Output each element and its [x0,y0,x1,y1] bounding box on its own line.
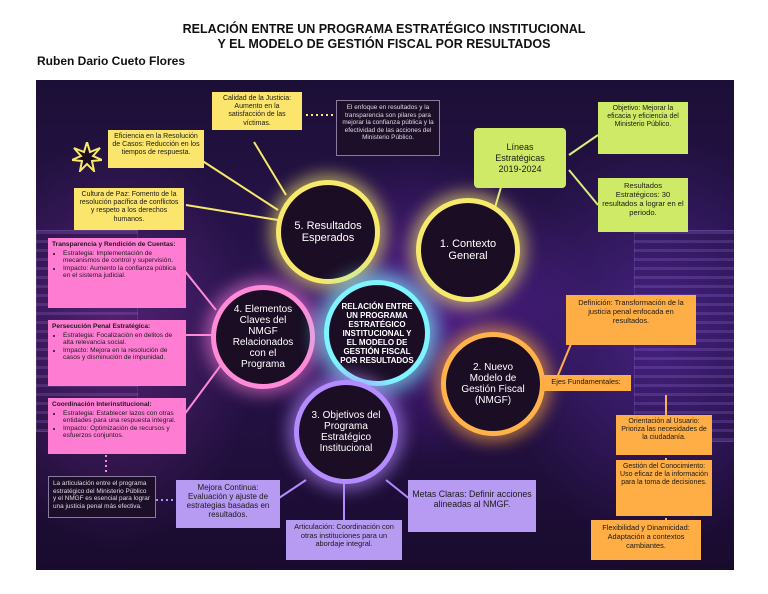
connector-lines [105,114,667,520]
document-title: RELACIÓN ENTRE UN PROGRAMA ESTRATÉGICO I… [0,22,768,52]
node-label: 4. Elementos Claves del NMGF Relacionado… [232,304,294,370]
node-central-relacion: RELACIÓN ENTRE UN PROGRAMA ESTRATÉGICO I… [324,280,430,386]
list-item: Estrategia: Focalización en delitos de a… [63,332,182,347]
box-objetivo: Objetivo: Mejorar la eficacia y eficienc… [598,102,688,154]
box-title: Coordinación Interinstitucional: [52,401,152,408]
list-item: Estrategia: Establecer lazos con otras e… [63,410,182,425]
node-nuevo-modelo: 2. Nuevo Modelo de Gestión Fiscal (NMGF) [441,332,545,436]
box-transparencia: Transparencia y Rendición de Cuentas: Es… [48,238,186,308]
node-label: 2. Nuevo Modelo de Gestión Fiscal (NMGF) [461,362,525,406]
box-articulacion-nota: La articulación entre el programa estrat… [48,476,156,518]
list-item: Impacto: Optimización de recursos y esfu… [63,425,182,440]
node-label: 1. Contexto General [439,238,497,262]
node-label: Líneas Estratégicas 2019-2024 [495,141,545,174]
box-resultados-estrategicos: Resultados Estratégicos: 30 resultados a… [598,178,688,232]
node-label: RELACIÓN ENTRE UN PROGRAMA ESTRATÉGICO I… [340,301,414,365]
title-line-2: Y EL MODELO DE GESTIÓN FISCAL POR RESULT… [217,37,551,51]
list-item: Impacto: Aumento la confianza pública en… [63,265,182,280]
box-ejes-fundamentales: Ejes Fundamentales: [541,375,631,391]
starburst-icon [72,142,102,172]
node-label: 3. Objetivos del Programa Estratégico In… [311,410,381,454]
list-item: Estrategia: Implementación de mecanismos… [63,250,182,265]
box-enfoque-resultados: El enfoque en resultados y la transparen… [336,100,440,156]
node-objetivos-programa: 3. Objetivos del Programa Estratégico In… [294,380,398,484]
list-item: Impacto: Mejora en la resolución de caso… [63,347,182,362]
box-orientacion-usuario: Orientación al Usuario: Prioriza las nec… [616,415,712,455]
box-calidad-justicia: Calidad de la Justicia: Aumento en la sa… [212,92,302,130]
box-title: Transparencia y Rendición de Cuentas: [52,241,176,248]
author-name: Ruben Dario Cueto Flores [37,54,186,68]
node-label: 5. Resultados Esperados [294,220,362,244]
box-metas-claras: Metas Claras: Definir acciones alineadas… [408,480,536,532]
node-elementos-claves: 4. Elementos Claves del NMGF Relacionado… [211,285,315,389]
node-lineas-estrategicas: Líneas Estratégicas 2019-2024 [474,128,566,188]
title-line-1: RELACIÓN ENTRE UN PROGRAMA ESTRATÉGICO I… [182,22,586,36]
box-mejora-continua: Mejora Continua: Evaluación y ajuste de … [176,480,280,528]
node-contexto-general: 1. Contexto General [416,198,520,302]
box-title: Persecución Penal Estratégica: [52,323,151,330]
box-articulacion: Articulación: Coordinación con otras ins… [286,520,402,560]
box-cultura-paz: Cultura de Paz: Fomento de la resolución… [74,188,184,230]
box-coordinacion: Coordinación Interinstitucional: Estrate… [48,398,186,454]
box-persecucion-penal: Persecución Penal Estratégica: Estrategi… [48,320,186,386]
box-eficiencia-casos: Eficiencia en la Resolución de Casos: Re… [108,130,204,168]
node-resultados-esperados: 5. Resultados Esperados [276,180,380,284]
infographic-poster: 5. Resultados Esperados 1. Contexto Gene… [36,80,734,570]
box-flexibilidad: Flexibilidad y Dinamicidad: Adaptación a… [591,520,701,560]
box-definicion: Definición: Transformación de la justici… [566,295,696,345]
box-gestion-conocimiento: Gestión del Conocimiento: Uso eficaz de … [616,460,712,516]
